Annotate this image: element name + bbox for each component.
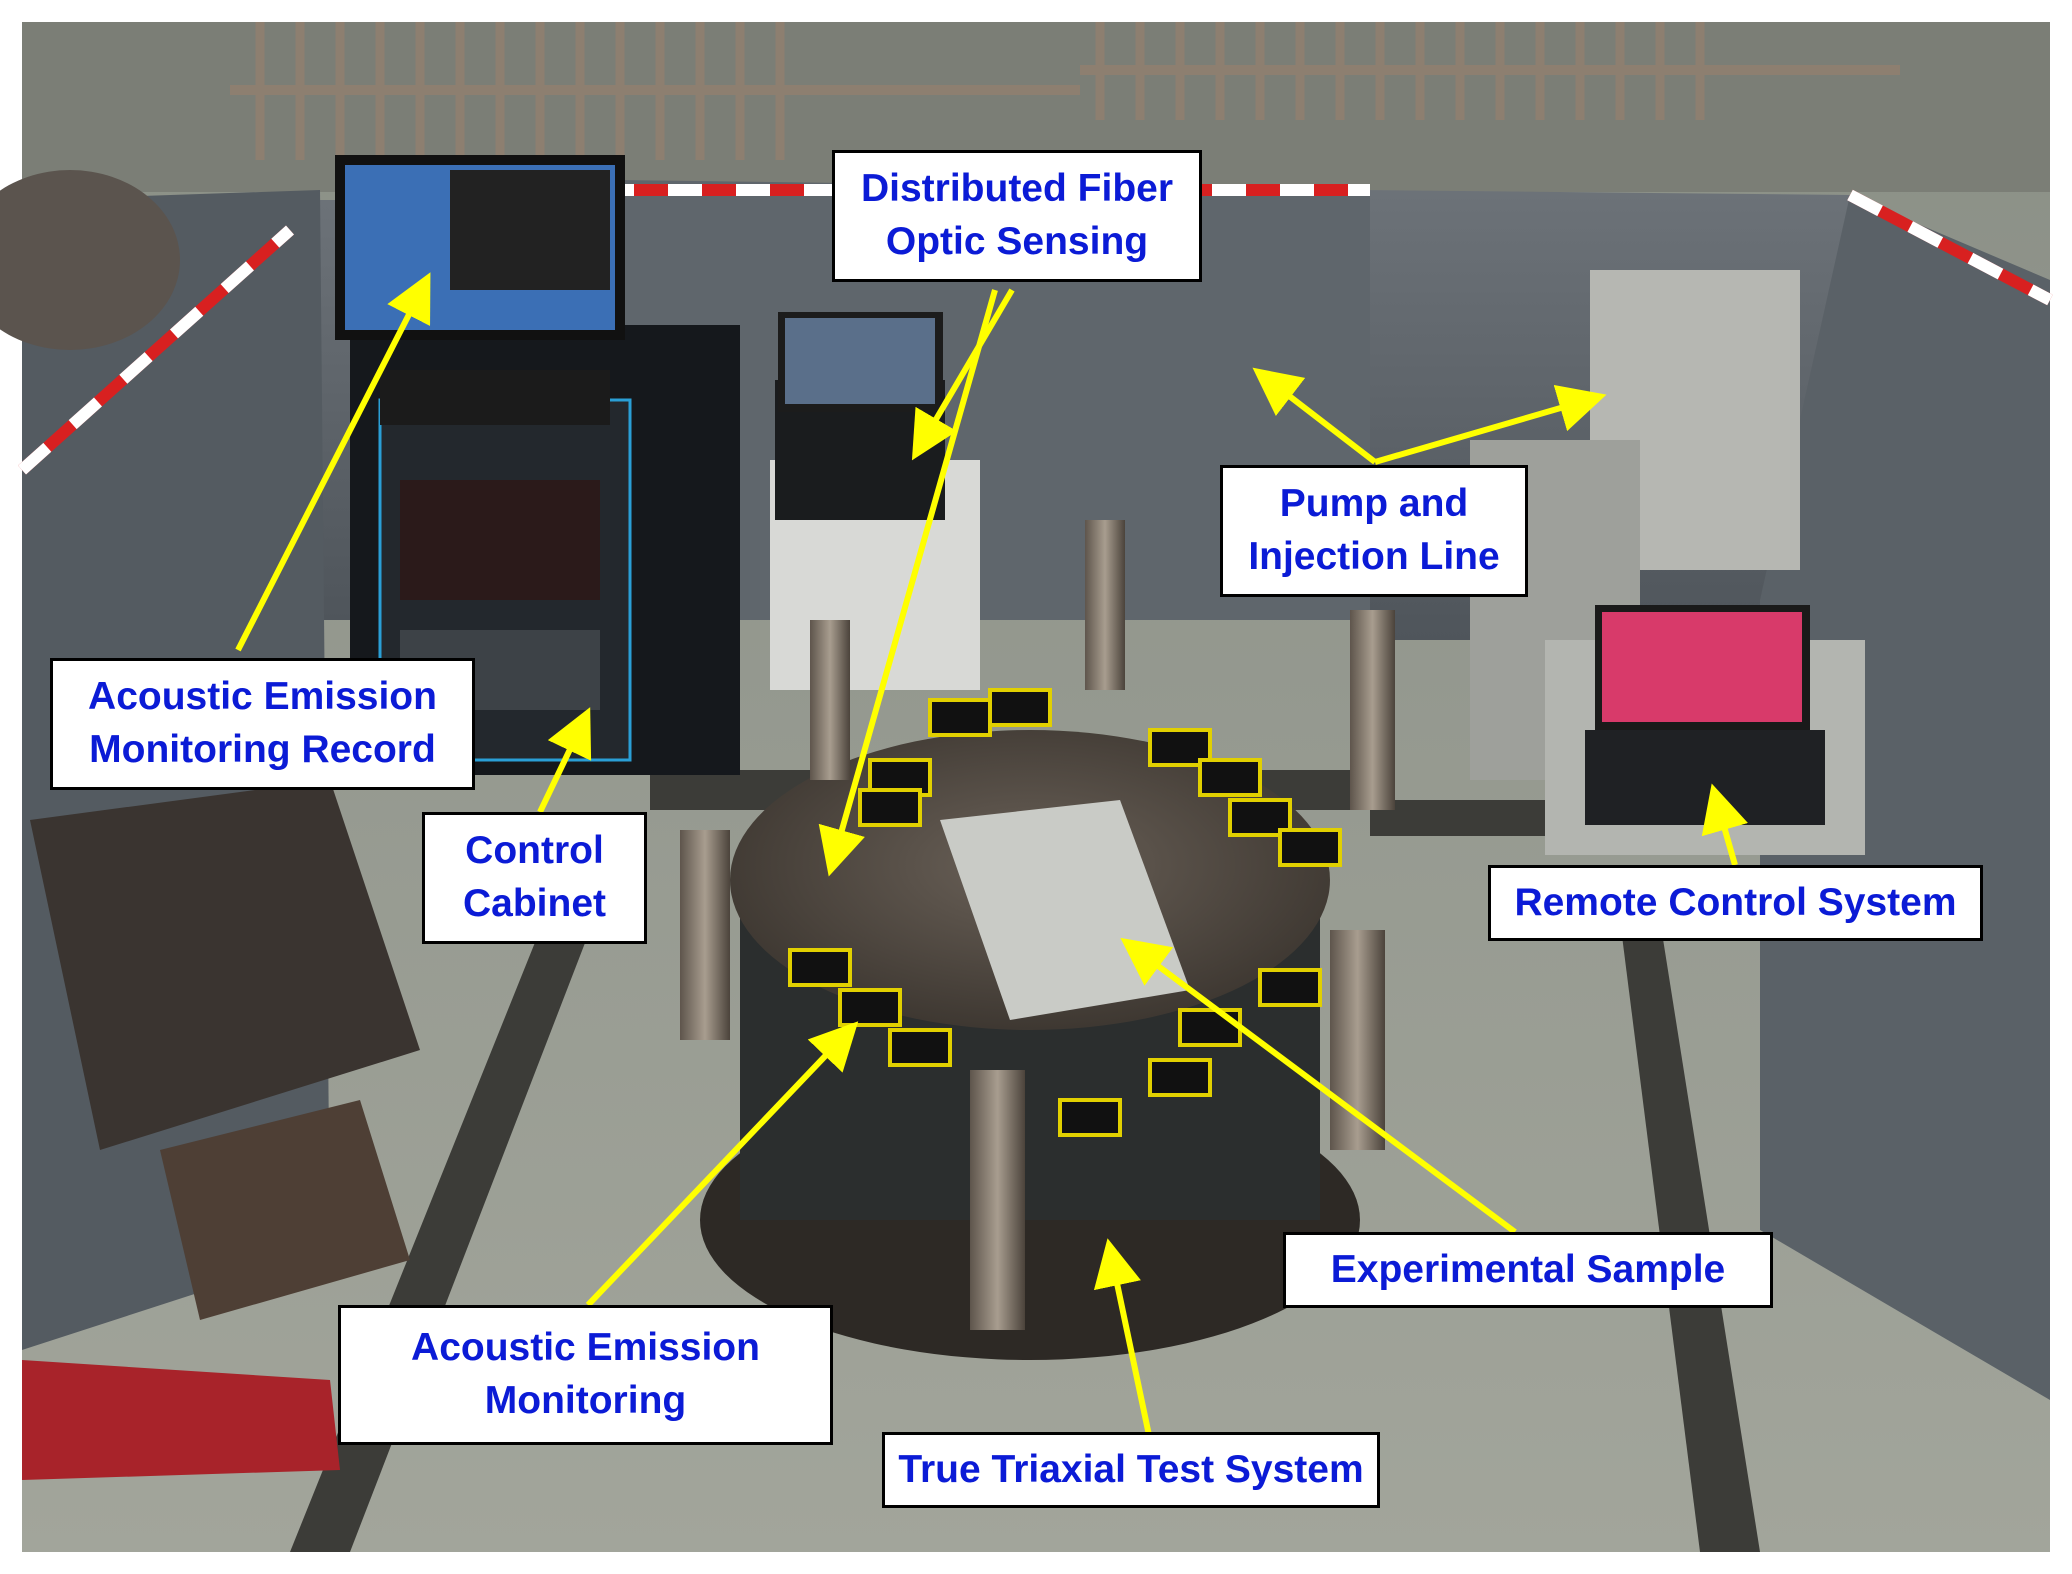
- label-line: Cabinet: [462, 882, 606, 925]
- arrow-ae-sensors: [585, 1021, 859, 1308]
- label-distributed-fiber-optic-sensing: Distributed Fiber Optic Sensing: [832, 150, 1202, 282]
- arrow-pump-line: [1252, 367, 1377, 465]
- arrow-sample: [1120, 937, 1517, 1235]
- label-line: True Triaxial Test System: [898, 1447, 1364, 1491]
- annotation-arrows: [235, 272, 1748, 1441]
- arrow-fiber-laptop: [911, 288, 1015, 461]
- label-acoustic-emission-monitoring: Acoustic Emission Monitoring: [338, 1305, 833, 1445]
- label-pump-and-injection-line: Pump and Injection Line: [1220, 465, 1528, 597]
- label-experimental-sample: Experimental Sample: [1283, 1232, 1773, 1308]
- label-control-cabinet: Control Cabinet: [422, 812, 647, 944]
- label-line: Pump and: [1279, 482, 1469, 526]
- label-line: Acoustic Emission: [88, 675, 437, 719]
- arrow-ae-record: [235, 272, 431, 652]
- label-true-triaxial-test-system: True Triaxial Test System: [882, 1432, 1380, 1508]
- label-line: Experimental Sample: [1330, 1247, 1726, 1291]
- label-acoustic-emission-monitoring-record: Acoustic Emission Monitoring Record: [50, 658, 475, 790]
- label-line: Remote Control System: [1514, 880, 1957, 924]
- arrow-fiber-table: [818, 289, 998, 877]
- arrow-triaxial: [1093, 1238, 1153, 1441]
- label-remote-control-system: Remote Control System: [1488, 865, 1983, 941]
- arrow-remote-laptop: [1701, 783, 1748, 866]
- label-line: Control: [465, 829, 604, 873]
- label-line: Optic Sensing: [885, 220, 1149, 263]
- label-line: Injection Line: [1248, 535, 1500, 578]
- arrow-control-cabinet: [537, 707, 592, 814]
- label-line: Distributed Fiber: [860, 167, 1174, 211]
- label-line: Acoustic Emission: [411, 1326, 760, 1370]
- arrow-pump-unit: [1374, 385, 1607, 465]
- label-line: Monitoring: [484, 1379, 687, 1422]
- label-line: Monitoring Record: [89, 728, 436, 771]
